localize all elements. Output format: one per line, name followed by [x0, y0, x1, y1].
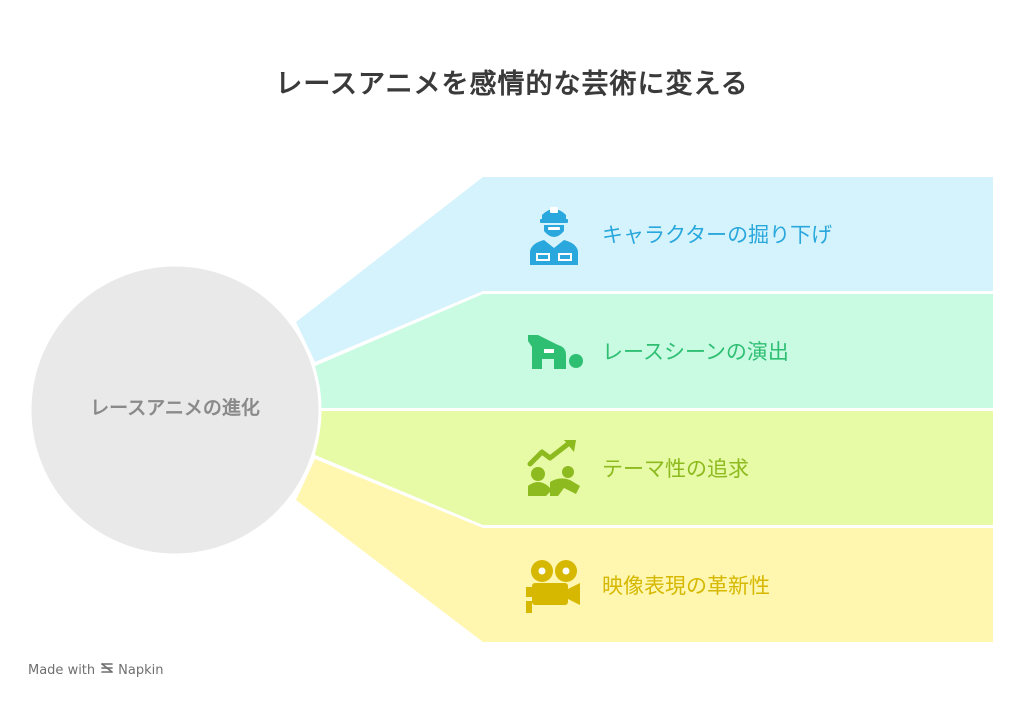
branch-item-race-scene: レースシーンの演出: [522, 319, 789, 383]
branch-band-2: [315, 294, 993, 408]
branch-item-character: キャラクターの掘り下げ: [522, 202, 832, 266]
napkin-logo-icon: [100, 661, 114, 679]
branch-label: レースシーンの演出: [602, 340, 789, 364]
branch-item-theme: テーマ性の追求: [522, 436, 749, 500]
branch-label: 映像表現の革新性: [602, 574, 770, 598]
footer-brand: Napkin: [118, 662, 164, 678]
footer: Made with Napkin: [28, 661, 163, 679]
branch-label: キャラクターの掘り下げ: [602, 223, 833, 247]
footer-made-with: Made with: [28, 662, 96, 678]
sliding-racer-icon: [522, 319, 586, 383]
branch-band-1: [296, 177, 993, 362]
hub-label: レースアニメの進化: [90, 397, 260, 419]
hub-circle: [28, 263, 322, 557]
driver-helmet-icon: [522, 202, 586, 266]
branch-band-3: [315, 411, 993, 525]
page-title: レースアニメを感情的な芸術に変える: [275, 69, 749, 100]
branch-band-4: [296, 459, 993, 642]
branch-item-visual: 映像表現の革新性: [522, 553, 770, 617]
branch-label: テーマ性の追求: [602, 457, 749, 481]
film-camera-icon: [522, 553, 586, 617]
growth-figures-icon: [522, 436, 586, 500]
